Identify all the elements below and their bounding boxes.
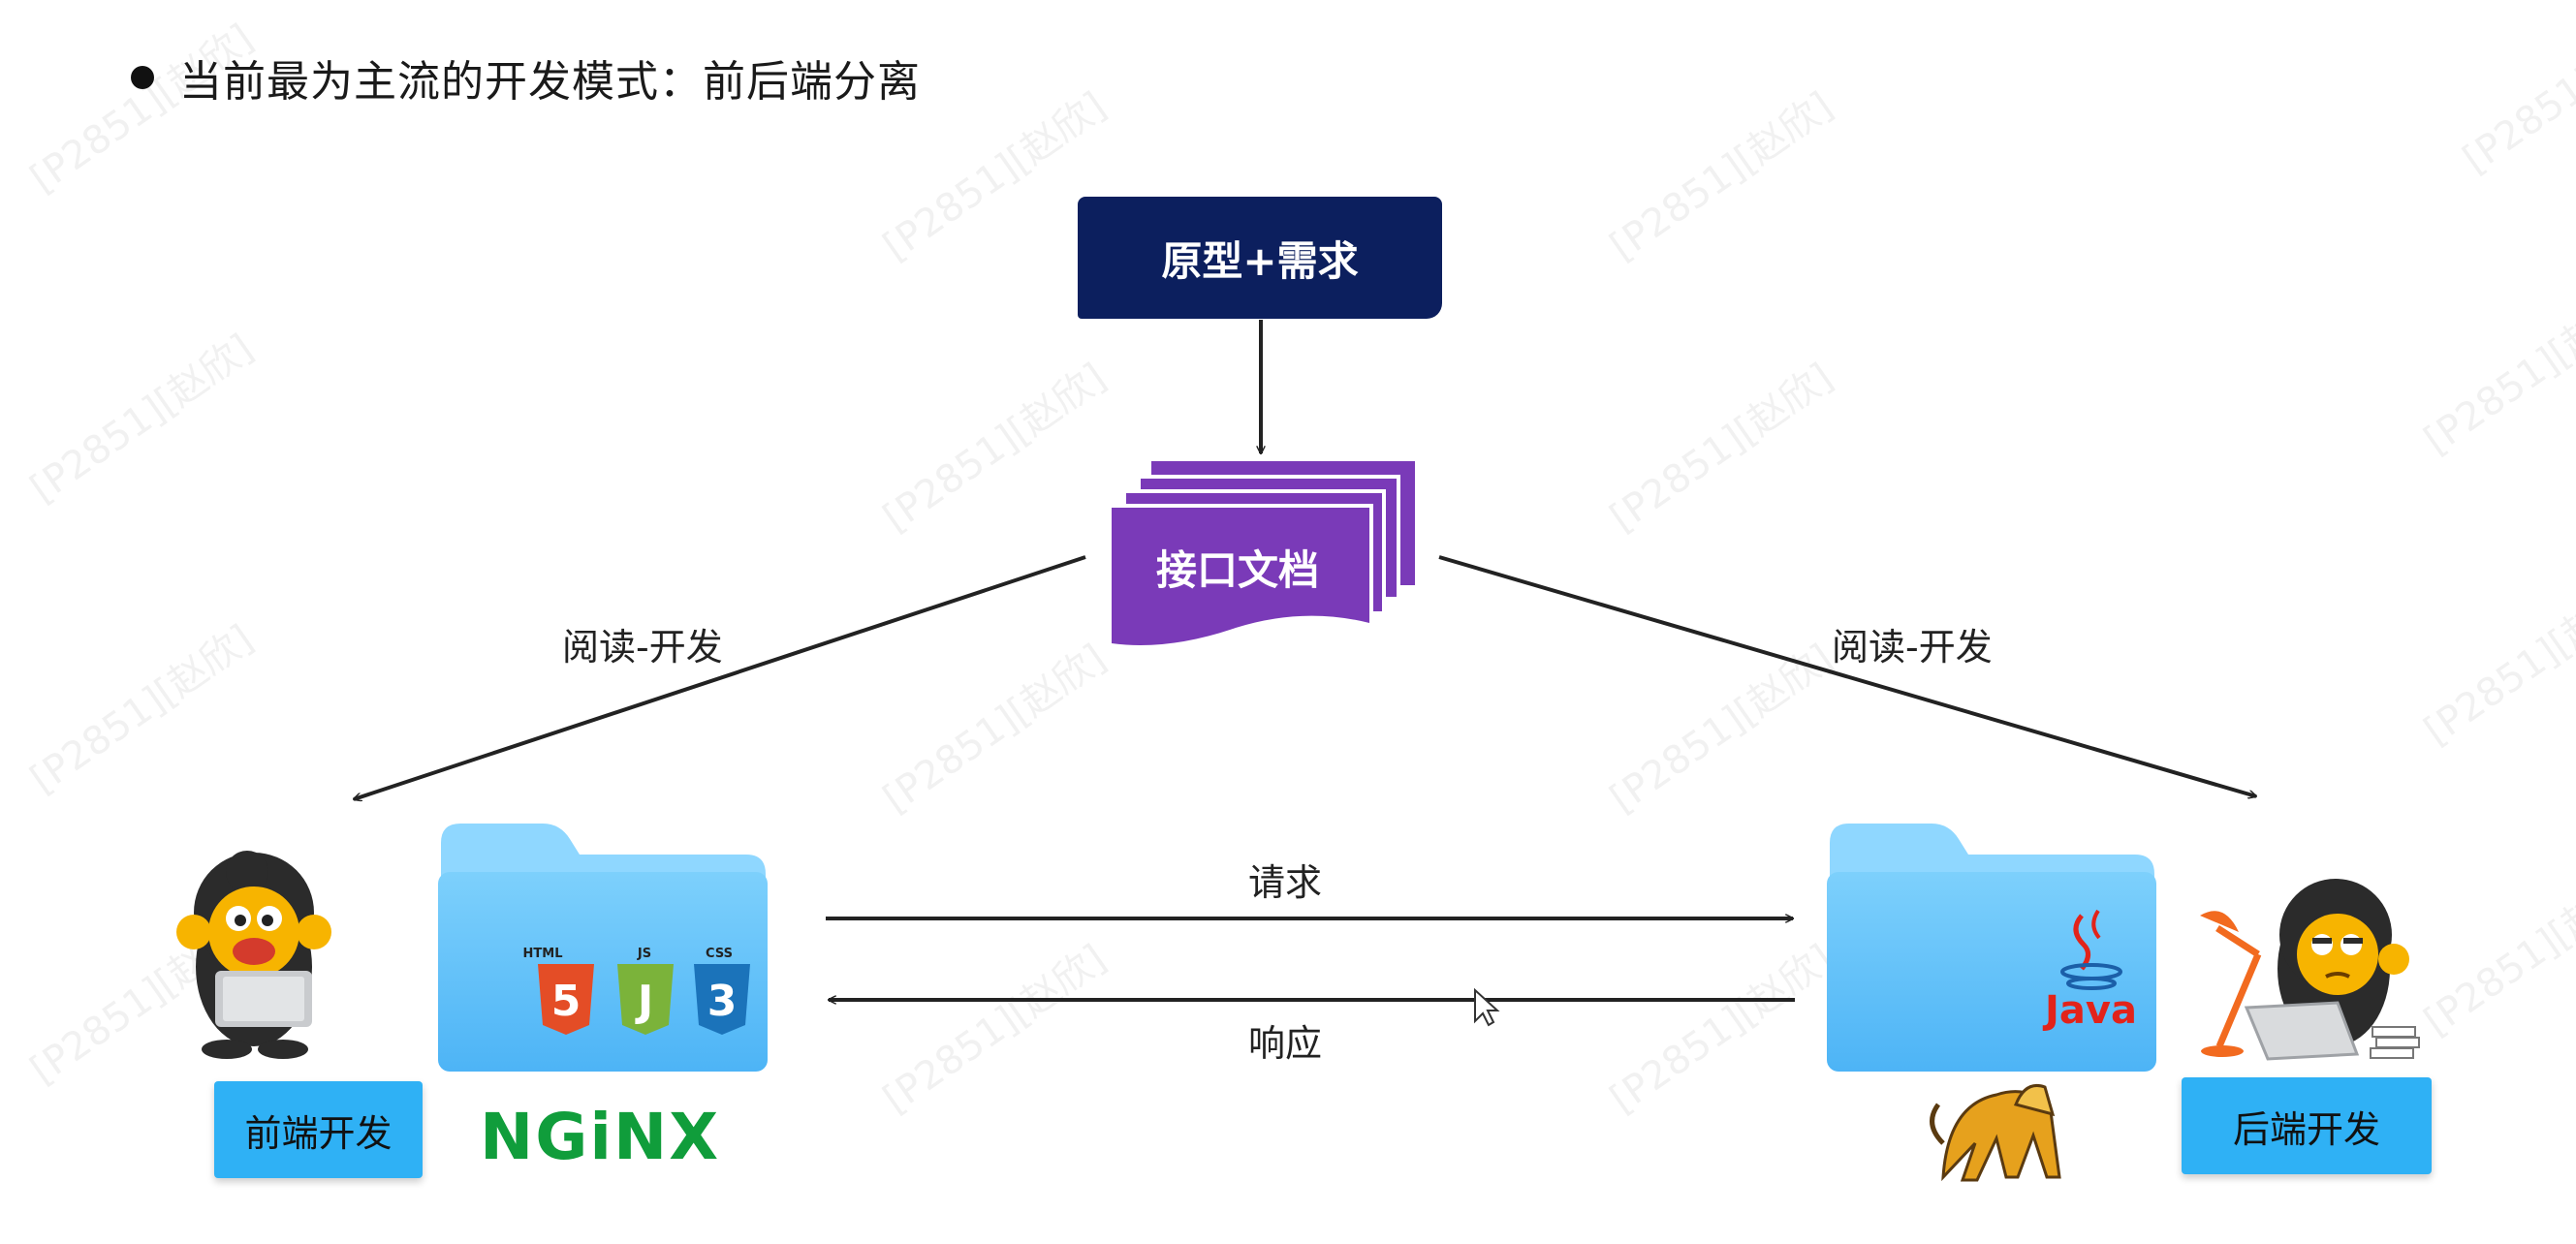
tomcat-icon xyxy=(1930,1084,2061,1182)
js-icon: JS J xyxy=(617,947,674,1035)
arrow-doc-to-frontend xyxy=(354,555,1086,799)
frontend-folder-icon xyxy=(438,824,768,1072)
css-label: CSS xyxy=(706,947,733,961)
css3-icon: CSS 3 xyxy=(694,947,750,1035)
svg-text:3: 3 xyxy=(707,977,738,1026)
nginx-logo: NGiNX xyxy=(480,1100,721,1174)
backend-folder-icon xyxy=(1827,824,2156,1072)
svg-text:5: 5 xyxy=(551,977,581,1026)
java-cup-icon xyxy=(2060,909,2122,990)
right-read-develop-label: 阅读-开发 xyxy=(1832,626,1993,669)
response-label: 响应 xyxy=(1248,1022,1323,1065)
html5-icon: HTML 5 xyxy=(523,947,594,1035)
frontend-developer-avatar xyxy=(176,851,331,1059)
prototype-requirements-box: 原型+需求 xyxy=(1078,197,1442,319)
backend-dev-box: 后端开发 xyxy=(2182,1077,2432,1174)
api-doc-label: 接口文档 xyxy=(1155,546,1319,594)
bullet-icon xyxy=(131,66,154,89)
html-label: HTML xyxy=(523,947,563,961)
request-label: 请求 xyxy=(1248,861,1323,904)
api-doc-icon xyxy=(1108,461,1415,651)
page-title: 当前最为主流的开发模式：前后端分离 xyxy=(131,47,921,109)
js-label: JS xyxy=(637,947,651,961)
arrow-doc-to-backend xyxy=(1438,555,2256,796)
mouse-cursor-icon xyxy=(1474,987,1500,1027)
java-logo-text: Java xyxy=(2045,988,2137,1033)
page-title-text: 当前最为主流的开发模式：前后端分离 xyxy=(179,57,921,107)
backend-developer-avatar xyxy=(2200,879,2420,1061)
frontend-dev-box: 前端开发 xyxy=(214,1081,423,1178)
svg-text:J: J xyxy=(635,977,653,1026)
left-read-develop-label: 阅读-开发 xyxy=(562,626,723,669)
